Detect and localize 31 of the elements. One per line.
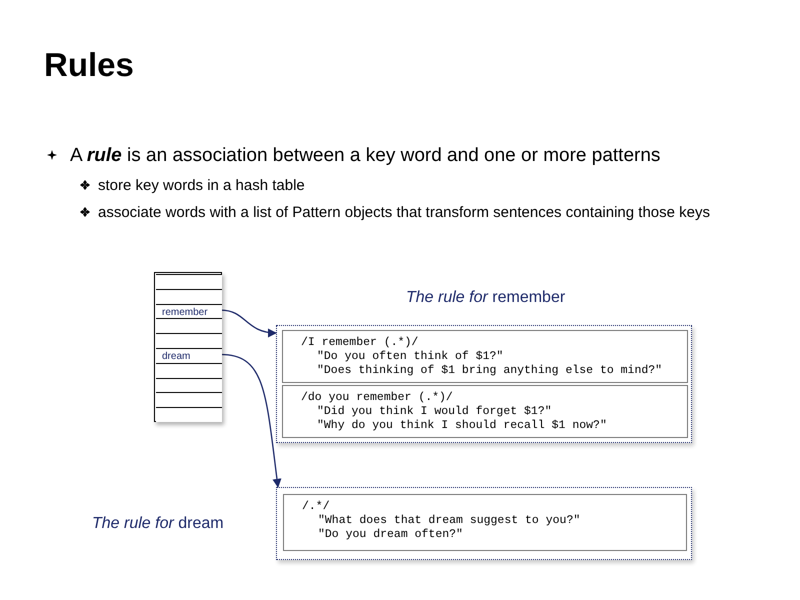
pattern-box [283,494,687,551]
empty-table-cell [156,407,222,422]
empty-table-cell [156,378,222,393]
empty-table-cell [156,288,222,304]
rule-heading: The rule for dream [92,515,224,533]
response-text: "Does thinking of $1 bring anything else to mind?" [316,364,664,378]
bullet-text: associate words with a list of Pattern objects that transform sentences containing those keys [98,204,711,222]
arrow [220,309,277,337]
regex-pattern: /I remember (.*)/ [301,336,420,350]
empty-table-cell [156,318,222,334]
bullet-text: store key words in a hash table [98,177,306,195]
response-text: "Why do you think I should recall $1 now?" [316,419,608,433]
table-cell: dream [156,348,222,363]
regex-pattern: /.*/ [302,500,331,514]
table-cell: remember [156,304,222,319]
rule-heading: The rule for remember [406,289,566,307]
arrow [220,354,282,488]
regex-pattern: /do you remember (.*)/ [301,391,454,405]
response-text: "What does that dream suggest to you?" [317,514,582,528]
hash-table [154,272,222,422]
empty-table-cell [156,392,222,408]
response-text: "Do you dream often?" [317,528,464,542]
pattern-box [282,385,688,438]
bullet-text: A rule is an association between a key word and one or more patterns [70,145,662,167]
empty-table-cell [156,362,222,378]
slide-title: Rules [44,46,134,84]
pattern-box [282,330,688,383]
empty-table-cell [156,333,222,348]
response-text: "Do you often think of $1?" [316,350,504,364]
empty-table-cell [156,274,222,289]
response-text: "Did you think I would forget $1?" [316,405,553,419]
